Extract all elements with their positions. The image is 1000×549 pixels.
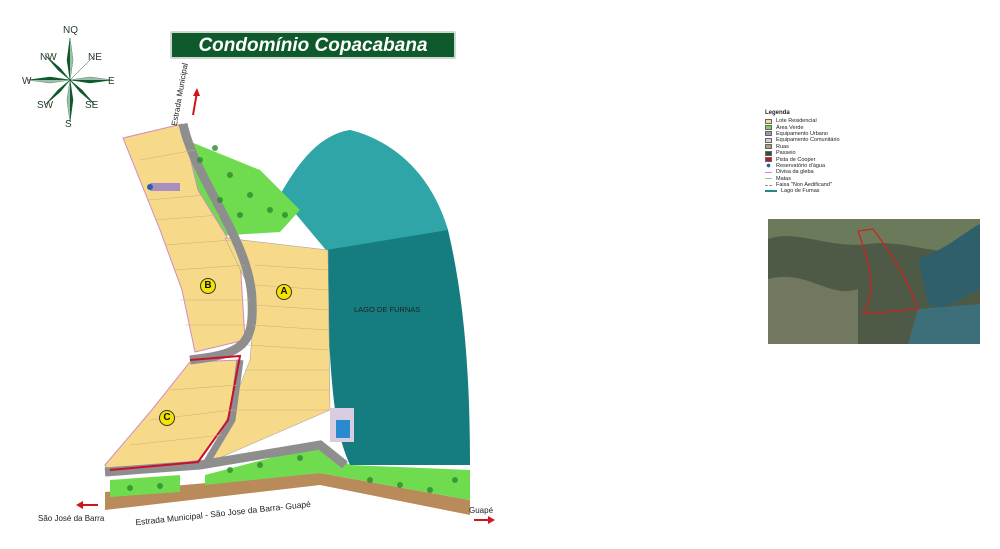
compass-east: E: [108, 76, 115, 87]
legend-label: Equipamento Comunitário: [776, 137, 840, 144]
legend-item: Pista de Cooper: [765, 156, 840, 163]
trees: [127, 145, 458, 493]
legend-item: Faixa "Non Aedificand": [765, 182, 840, 188]
legend-label: Lago de Furnas: [781, 188, 820, 195]
legend-item: Área Verde: [765, 124, 840, 131]
legend-item: Ruas: [765, 144, 840, 150]
legend-item: Equipamento Comunitário: [765, 137, 840, 143]
legend-item: Equipamento Urbano: [765, 131, 840, 137]
water-reservoir-icon: [147, 184, 153, 190]
legend-item: Lago de Furnas: [765, 188, 840, 194]
legend-item: Reservatório d'água: [765, 163, 840, 169]
zone-c-marker: C: [159, 410, 175, 426]
legend-swatch: [765, 137, 772, 143]
arrow-north-icon: [192, 88, 200, 116]
legend-label: Área Verde: [776, 124, 804, 131]
destination-east: Guapé: [469, 506, 494, 515]
legend-label: Ruas: [776, 143, 789, 150]
compass-southwest: SW: [37, 100, 54, 111]
legend-line: [765, 178, 772, 180]
legend-swatch: [765, 150, 772, 156]
legend-title: Legenda: [765, 110, 790, 116]
green-strip-south: [205, 445, 470, 500]
legend-dot-icon: [765, 163, 772, 169]
legend-label: Lote Residencial: [776, 118, 817, 125]
destination-west: São José da Barra: [38, 514, 105, 523]
legend-label: Reservatório d'água: [776, 162, 826, 169]
legend-label: Pista de Cooper: [776, 156, 816, 163]
legend-label: Divisa da gleba: [776, 169, 814, 176]
legend-line: [765, 171, 772, 173]
map-title: Condomínio Copacabana: [170, 31, 456, 59]
arrow-west-icon: [76, 501, 98, 509]
legend-swatch: [765, 131, 772, 137]
compass-northwest: NW: [40, 52, 57, 63]
pool: [336, 420, 350, 438]
legend-swatch: [765, 157, 772, 163]
legend-label: Passeio: [776, 150, 796, 157]
cooper-track: [109, 354, 242, 471]
compass-north: NQ: [63, 25, 78, 36]
zone-b-marker: B: [200, 278, 216, 294]
legend-swatch: [765, 144, 772, 150]
green-strip-sw: [110, 475, 180, 497]
lot-divisions: [129, 149, 330, 446]
road-south: [104, 440, 348, 477]
lake-label: LAGO DE FURNAS: [354, 305, 421, 314]
legend-wave-icon: [765, 190, 777, 193]
dirt-road: [105, 473, 470, 515]
compass-rose: NQ NE E SE S SW W NW: [20, 25, 120, 130]
compass-star-icon: [27, 37, 113, 123]
water-tank-area: [150, 183, 180, 191]
satellite-inset: [768, 219, 980, 344]
legend-label: Equipamento Urbano: [776, 130, 828, 137]
compass-southeast: SE: [85, 100, 99, 111]
legend-label: Faixa "Non Aedificand": [776, 182, 832, 189]
legend-swatch: [765, 125, 772, 131]
legend-item: Lote Residencial: [765, 118, 840, 124]
legend-item: Matas: [765, 176, 840, 182]
legend-line: [765, 184, 772, 186]
compass-west: W: [22, 76, 32, 87]
lake-shallow: [280, 130, 448, 250]
compass-south: S: [65, 119, 72, 130]
road-c: [201, 359, 244, 467]
zone-a-marker: A: [276, 284, 292, 300]
road-main: [178, 123, 257, 365]
legend-label: Matas: [776, 175, 791, 182]
compass-northeast: NE: [88, 52, 102, 63]
legend-item: Divisa da gleba: [765, 169, 840, 175]
legend-item: Passeio: [765, 150, 840, 156]
legend-swatch: [765, 118, 772, 124]
arrow-east-icon: [474, 516, 495, 524]
